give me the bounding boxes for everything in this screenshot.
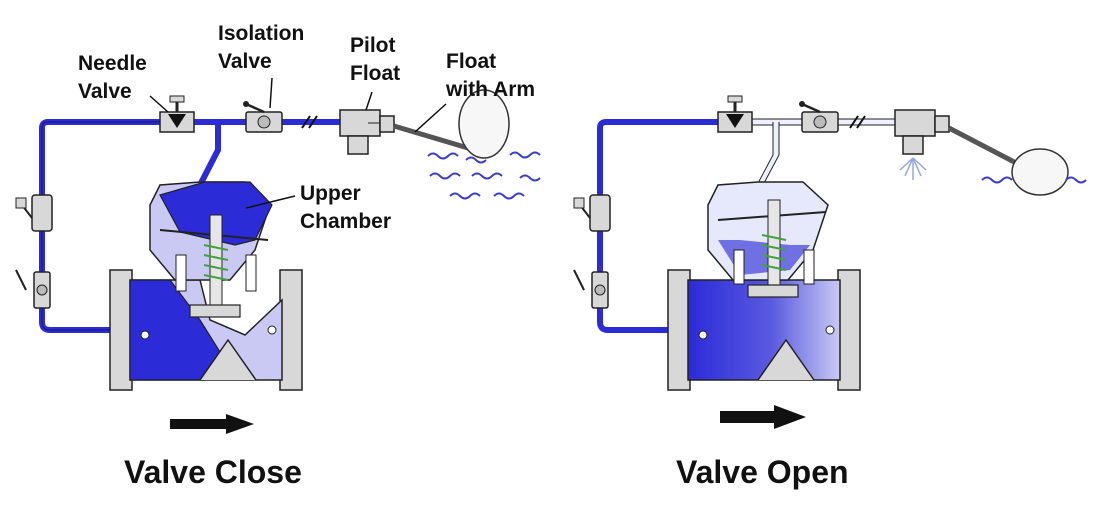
caption-valve-open: Valve Open xyxy=(676,454,849,490)
ball-valve-lower-closed xyxy=(15,269,51,309)
label-needle-valve-line1: Needle xyxy=(78,52,147,75)
main-valve-body-open xyxy=(667,181,861,391)
flow-arrow-closed xyxy=(170,414,254,434)
label-pilot-float-line2: Float xyxy=(350,62,401,85)
needle-valve-closed xyxy=(159,95,195,133)
label-float-with-arm: Float with Arm xyxy=(446,48,535,104)
label-needle-valve-line2: Valve xyxy=(78,80,132,103)
label-float-with-arm-line1: Float xyxy=(446,50,497,73)
closed-valve-assembly xyxy=(15,89,541,434)
open-valve-assembly xyxy=(573,95,1087,429)
float-ball-closed xyxy=(458,89,510,159)
callout-leaders xyxy=(149,77,447,209)
label-float-with-arm-line2: with Arm xyxy=(446,78,536,101)
strainer-fitting-closed xyxy=(15,194,53,232)
needle-valve-open xyxy=(717,95,753,133)
water-waves-closed xyxy=(427,151,541,200)
float-arm-closed xyxy=(393,123,469,151)
label-upper-chamber-line1: Upper xyxy=(300,182,361,205)
discharge-spray-open xyxy=(899,157,927,180)
caption-valve-close: Valve Close xyxy=(124,454,302,490)
pilot-float-closed xyxy=(339,109,395,155)
flow-arrow-open xyxy=(720,405,806,429)
strainer-fitting-open xyxy=(573,194,611,232)
label-upper-chamber-line2: Chamber xyxy=(300,210,392,233)
float-arm-open xyxy=(947,125,1022,168)
isolation-valve-open xyxy=(799,101,839,133)
label-isolation-valve-line2: Valve xyxy=(218,50,272,73)
water-waves-open xyxy=(981,176,1087,184)
label-isolation-valve: Isolation Valve xyxy=(218,20,304,76)
main-valve-body-closed xyxy=(109,181,303,391)
float-ball-open xyxy=(1011,148,1069,196)
isolation-valve-closed xyxy=(243,101,283,133)
label-pilot-float: Pilot Float xyxy=(350,32,400,88)
label-pilot-float-line1: Pilot xyxy=(350,34,396,57)
label-needle-valve: Needle Valve xyxy=(78,50,147,106)
label-upper-chamber: Upper Chamber xyxy=(300,180,391,236)
label-isolation-valve-line1: Isolation xyxy=(218,22,305,45)
pilot-float-open xyxy=(894,109,950,155)
ball-valve-lower-open xyxy=(573,269,609,309)
